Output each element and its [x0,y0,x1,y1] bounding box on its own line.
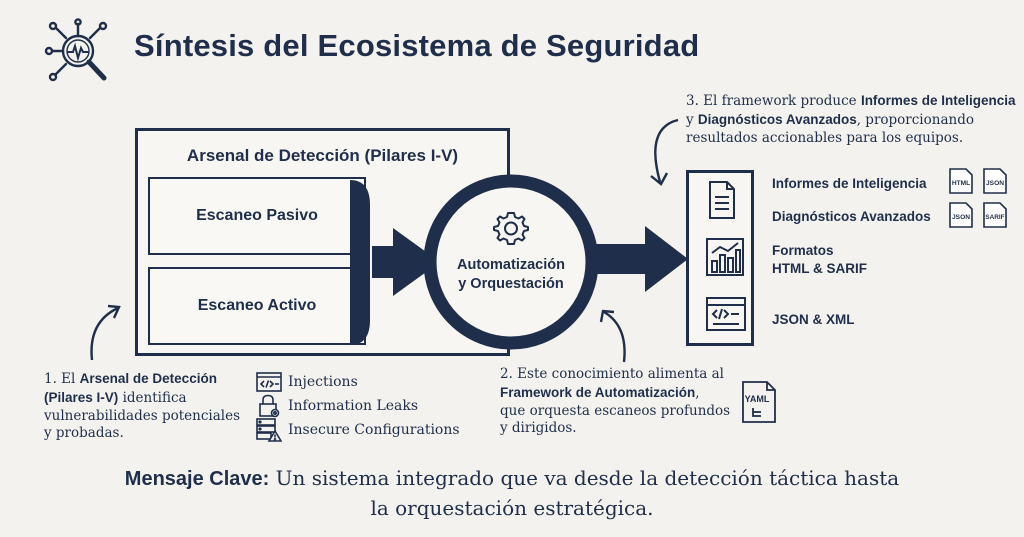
vuln-injections: Injections [288,374,358,390]
formats-line1: Formatos [772,243,834,258]
note1-line3: vulnerabilidades potenciales [44,407,241,424]
json-file-icon: JSON [948,201,973,228]
gear-icon [492,209,530,247]
code-window-icon [256,372,282,392]
padlock-icon [258,394,280,418]
note3-bold1: Informes de Inteligencia [860,93,1016,108]
formats-line2: HTML & SARIF [772,260,867,276]
key-message-bold: Mensaje Clave: [124,468,270,490]
server-warning-icon [256,418,283,442]
bar-chart-icon [705,237,745,277]
code-editor-icon [705,296,747,332]
vuln-insecure-configurations: Insecure Configurations [288,422,460,438]
json-file-icon: JSON [982,167,1007,194]
output-formats-label: Formatos HTML & SARIF [772,242,867,277]
automation-line2: y Orquestación [458,275,564,292]
note-2: 2. Este conocimiento alimenta al Framewo… [500,366,740,438]
yaml-file-icon: YAML [741,380,777,424]
vuln-information-leaks: Information Leaks [288,398,419,414]
output-reports-label: Informes de Inteligencia [772,176,927,191]
curved-arrow-2 [603,310,626,363]
json-badge-text: JSON [986,180,1004,187]
arsenal-bracket [350,180,370,345]
json-badge-text-2: JSON [952,214,970,221]
note1-bold2: (Pilares I-V) [44,389,119,405]
document-icon [707,180,737,220]
arrow-to-automation [372,228,440,296]
note1-prefix: 1. El [44,371,80,387]
key-message-line1: Mensaje Clave: Un sistema integrado que … [0,466,1024,491]
yaml-label: YAML [745,394,770,404]
note3-line3: resultados accionables para los equipos. [686,129,964,146]
note3-line2-rest: , proporcionando [856,111,974,128]
html-badge-text: HTML [952,180,970,187]
logo-icon [44,18,116,90]
key-message-line2: la orquestación estratégica. [370,496,654,520]
curved-arrow-1 [90,306,119,361]
note1-rest1: identifica [118,389,187,406]
arrow-to-outputs [592,226,688,292]
html-file-icon: HTML [948,167,973,194]
note2-line4: y dirigidos. [500,420,577,437]
page-title: Síntesis del Ecosistema de Seguridad [134,28,700,63]
sarif-file-icon: SARIF [982,201,1007,228]
key-message-text1: Un sistema integrado que va desde la det… [269,466,900,490]
note1-line4: y probadas. [44,425,124,442]
note-3: 3. El framework produce Informes de Inte… [686,92,1022,147]
scan-active-box: Escaneo Activo [148,267,366,345]
output-diagnostics-label: Diagnósticos Avanzados [772,209,931,224]
note-1: 1. El Arsenal de Detección (Pilares I-V)… [44,370,254,443]
arsenal-title: Arsenal de Detección (Pilares I-V) [186,146,459,165]
sarif-badge-text: SARIF [985,214,1004,221]
note3-prefix: 3. El framework produce [686,93,861,109]
note2-comma: , [695,384,700,401]
output-json-xml-label: JSON & XML [772,312,855,327]
curved-arrow-3 [654,118,679,183]
automation-label: Automatización y Orquestación [438,256,584,294]
note3-line2-prefix: y [686,111,698,128]
note3-bold2: Diagnósticos Avanzados [697,111,857,127]
note2-bold: Framework de Automatización [500,384,696,400]
note1-bold1: Arsenal de Detección [79,371,217,386]
note2-line3: que orquesta escaneos profundos [500,402,731,419]
automation-line1: Automatización [457,257,565,273]
note2-line1: 2. Este conocimiento alimenta al [500,366,724,382]
